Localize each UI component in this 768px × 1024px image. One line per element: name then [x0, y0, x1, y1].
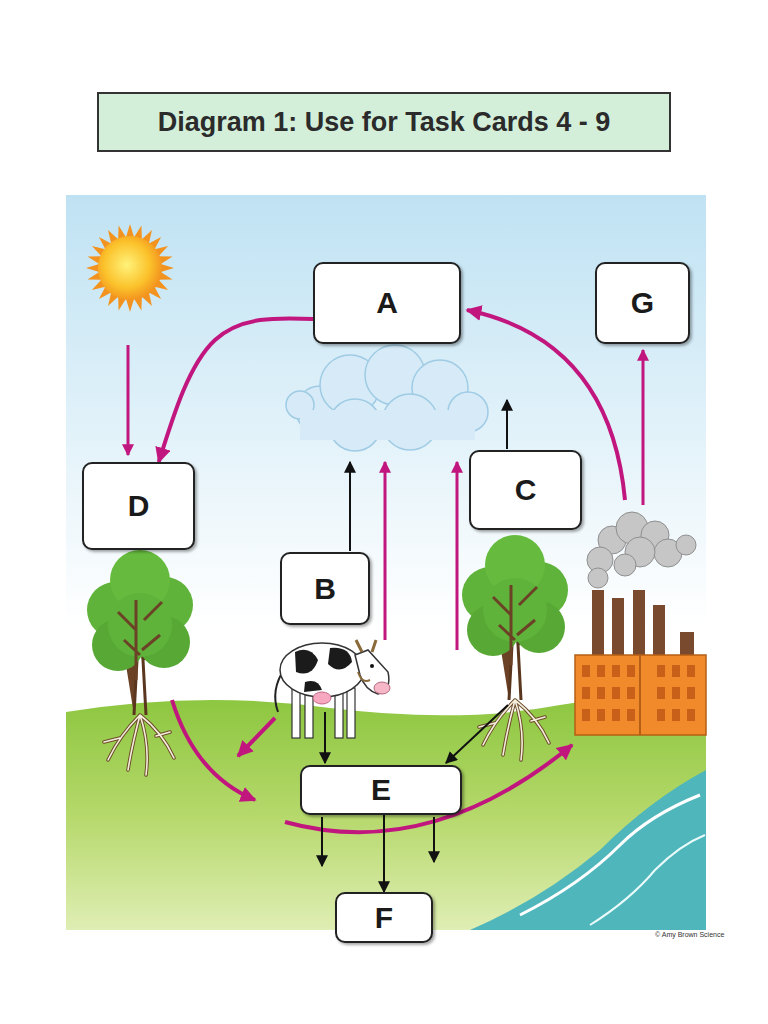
factory-part — [582, 665, 695, 721]
factory-part-part — [597, 709, 605, 721]
process-arrows-part — [127, 345, 130, 455]
water — [470, 770, 706, 930]
cow-part — [304, 681, 322, 692]
cow-part — [328, 648, 352, 670]
factory-part-part — [627, 665, 635, 677]
process-arrows-part — [238, 718, 275, 756]
process-arrows — [128, 310, 643, 832]
letter-label: D — [128, 489, 150, 523]
factory-part-part — [582, 665, 590, 677]
flow-arrow — [383, 815, 385, 892]
water-part — [590, 835, 705, 925]
copyright-label: © Amy Brown Science — [655, 931, 724, 938]
factory-part-part — [612, 709, 620, 721]
tree-right-part — [462, 535, 568, 760]
water-part — [470, 770, 706, 930]
factory-part-part — [657, 709, 665, 721]
letter-label: G — [631, 286, 654, 320]
cow-part — [292, 688, 300, 738]
cow-part — [374, 682, 390, 694]
process-arrows-part — [285, 745, 572, 832]
label-box: E — [300, 765, 462, 815]
label-box: F — [335, 892, 433, 943]
sun-part — [98, 236, 162, 300]
factory-part — [639, 655, 641, 735]
process-arrows-part — [456, 462, 459, 650]
letter-label: A — [376, 286, 398, 320]
factory-part-part — [612, 665, 620, 677]
letter-label: C — [515, 473, 537, 507]
cloud — [286, 345, 488, 451]
cow-part — [356, 640, 376, 652]
cow-part — [280, 643, 364, 697]
letter-label: B — [314, 572, 336, 606]
factory-part — [633, 590, 645, 660]
factory-part-part — [614, 554, 636, 576]
leader-arrows-part — [349, 462, 351, 551]
leader-arrows-part — [321, 817, 323, 866]
label-box: B — [280, 552, 370, 625]
factory-part-part — [657, 687, 665, 699]
cloud-part — [300, 410, 475, 440]
tree-left — [87, 550, 193, 775]
factory-part — [587, 512, 696, 588]
factory-part — [575, 655, 706, 735]
letter-label: E — [371, 773, 391, 807]
flow-arrow — [159, 318, 313, 462]
factory-part — [653, 605, 665, 660]
letter-label: F — [375, 901, 393, 935]
diagram-title: Diagram 1: Use for Task Cards 4 - 9 — [158, 107, 611, 138]
factory-part-part — [582, 687, 590, 699]
factory-part-part — [676, 535, 696, 555]
cow-part — [313, 692, 331, 704]
factory-part-part — [687, 665, 695, 677]
factory-part-part — [687, 709, 695, 721]
process-arrows-part — [642, 350, 645, 505]
cow — [275, 640, 390, 738]
factory-part-part — [627, 709, 635, 721]
leader-arrows-part — [433, 817, 435, 862]
factory-part-part — [672, 709, 680, 721]
label-box: A — [313, 262, 461, 344]
factory-part — [612, 598, 624, 660]
factory-part — [592, 590, 604, 660]
factory-part-part — [582, 709, 590, 721]
factory — [575, 512, 706, 735]
cow-part — [347, 688, 355, 738]
factory-part-part — [672, 687, 680, 699]
factory-part-part — [687, 687, 695, 699]
cow-part — [305, 690, 313, 738]
factory-part-part — [597, 665, 605, 677]
factory-part-part — [627, 687, 635, 699]
cow-part — [335, 690, 343, 738]
factory-part-part — [672, 665, 680, 677]
title-box: Diagram 1: Use for Task Cards 4 - 9 — [97, 92, 671, 152]
leader-arrows-part — [446, 705, 508, 763]
sun-part — [86, 224, 174, 312]
factory-part-part — [588, 568, 608, 588]
cow-part — [295, 650, 318, 674]
tree-left-part — [87, 550, 193, 775]
process-arrows-part — [384, 462, 387, 640]
label-box: G — [595, 262, 690, 344]
factory-part-part — [612, 687, 620, 699]
label-box: D — [82, 462, 195, 550]
cow-part — [370, 664, 374, 668]
tree-right — [462, 535, 568, 760]
leader-arrows-part — [506, 400, 508, 449]
sun — [86, 224, 174, 312]
leader-arrows-part — [324, 712, 326, 763]
label-box: C — [469, 450, 582, 530]
factory-part-part — [657, 665, 665, 677]
factory-part-part — [597, 687, 605, 699]
cow-part — [358, 672, 370, 681]
